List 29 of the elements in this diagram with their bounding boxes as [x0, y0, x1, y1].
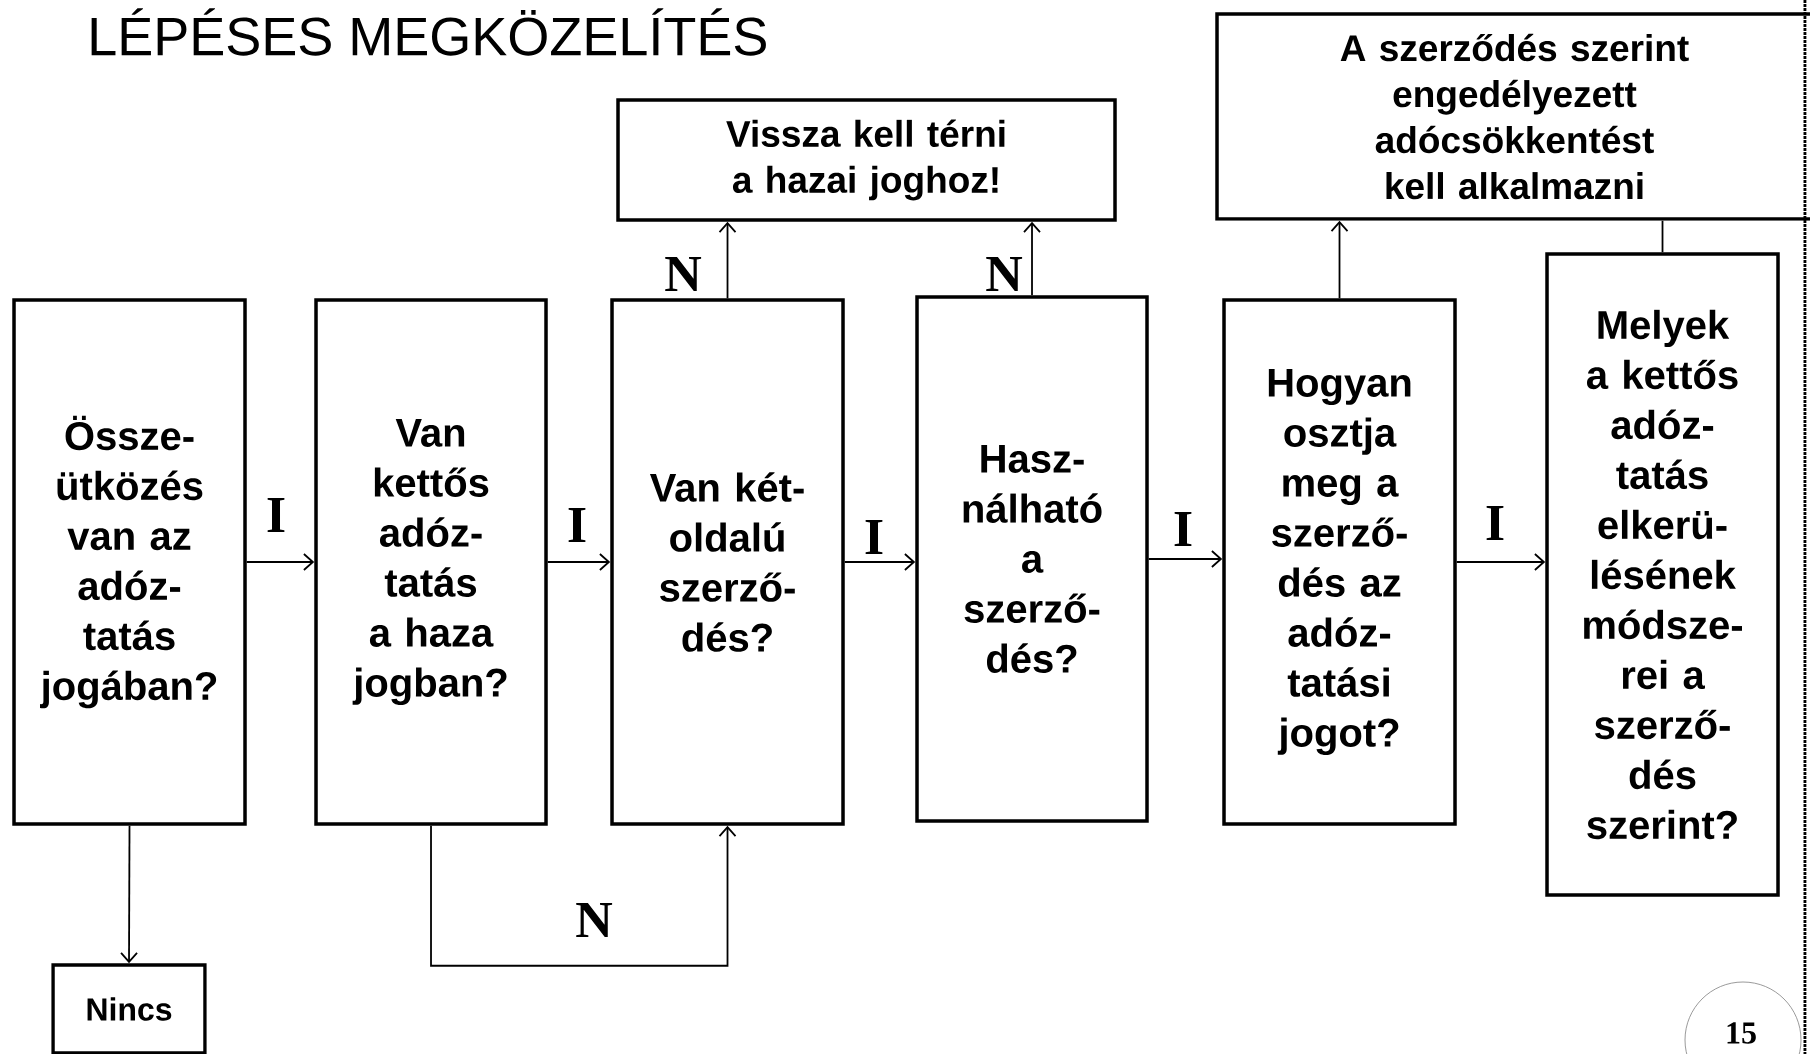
- arrow: [120, 824, 138, 964]
- process-box: Nincs: [51, 963, 207, 1054]
- arrow: [430, 824, 737, 967]
- arrow: [1023, 221, 1041, 297]
- arrow: [1330, 220, 1349, 300]
- process-box: Melyek a kettős adóz- tatás elkerü- lésének módsze- rei a szerző- dés szerint?: [1545, 252, 1780, 897]
- arrow: [245, 553, 315, 571]
- arrow: [546, 553, 611, 571]
- process-box: Hasz- nálható a szerző- dés?: [915, 295, 1149, 823]
- process-box: Hogyan osztja meg a szerző- dés az adóz- tatási jogot?: [1222, 298, 1457, 826]
- arrow: [843, 553, 916, 571]
- edge-label: N: [574, 902, 614, 938]
- edge-label: I: [862, 519, 886, 555]
- arrow: [1147, 550, 1223, 568]
- process-box: Vissza kell térni a hazai joghoz!: [616, 98, 1117, 222]
- process-box: Van két- oldalú szerző- dés?: [610, 298, 845, 826]
- process-box: Van kettős adóz- tatás a haza jogban?: [314, 298, 548, 826]
- edge-label: I: [1483, 504, 1507, 541]
- edge-label: I: [1171, 510, 1195, 547]
- process-box: Össze- ütközés van az adóz- tatás jogában?: [12, 298, 247, 826]
- edge-label: N: [663, 255, 703, 292]
- slide-title: LÉPÉSES MEGKÖZELÍTÉS: [91, 8, 766, 56]
- process-box: A szerződés szerint engedélyezett adócsökkentést kell alkalmazni: [1215, 12, 1810, 221]
- arrow: [1455, 553, 1546, 571]
- edge-label: N: [984, 255, 1024, 292]
- arrow: [718, 221, 737, 300]
- edge-label: I: [565, 506, 589, 543]
- page-number: 15: [1684, 981, 1802, 1054]
- edge-label: I: [264, 497, 288, 533]
